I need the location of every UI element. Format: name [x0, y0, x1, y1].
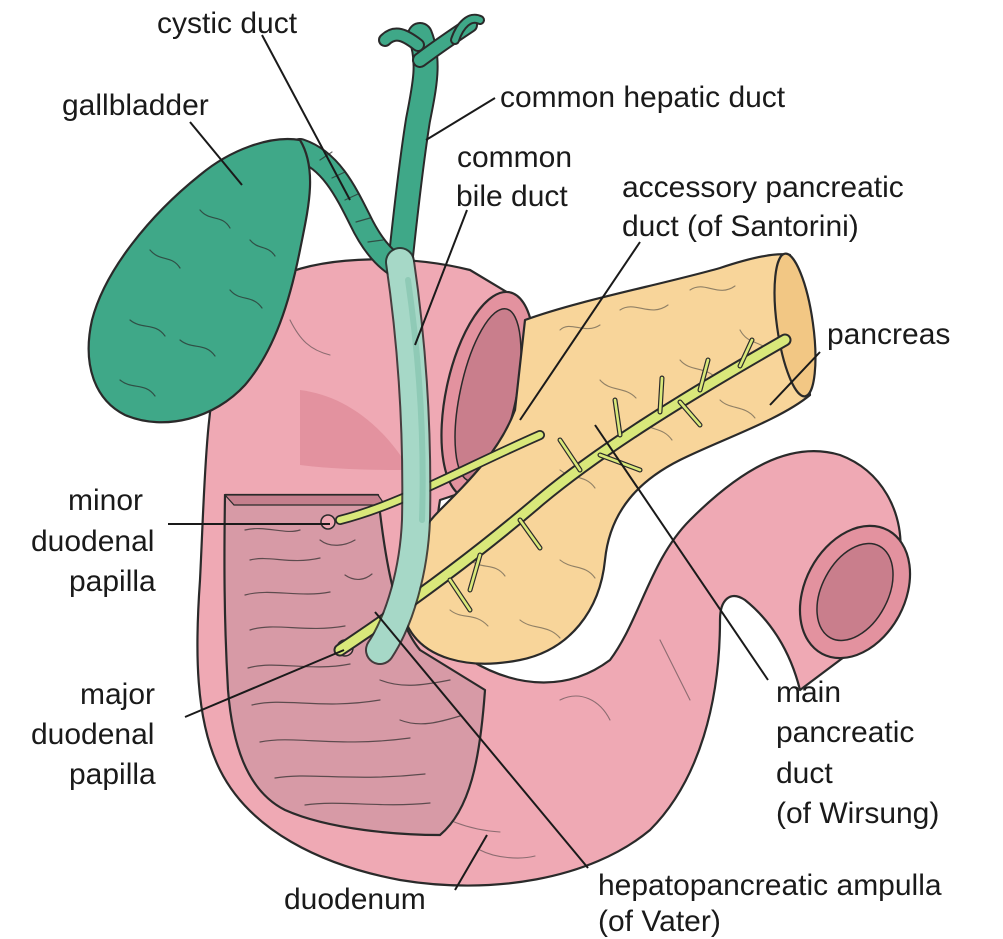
- mucosa-wall-edge: [225, 495, 385, 505]
- label-duodenum: duodenum: [284, 883, 426, 916]
- label-main-duct-4: (of Wirsung): [776, 797, 939, 830]
- label-gallbladder: gallbladder: [62, 89, 209, 122]
- label-accessory-duct-2: duct (of Santorini): [622, 210, 859, 243]
- minor-papilla-marker: [321, 515, 335, 529]
- label-major-papilla-1: major: [80, 678, 155, 711]
- label-main-duct-3: duct: [776, 757, 833, 790]
- label-accessory-duct-1: accessory pancreatic: [622, 171, 904, 204]
- label-minor-papilla-3: papilla: [69, 565, 156, 598]
- label-minor-papilla-2: duodenal: [31, 525, 154, 558]
- label-ampulla-2: (of Vater): [598, 905, 721, 938]
- label-pancreas: pancreas: [827, 318, 950, 351]
- label-main-duct-1: main: [776, 676, 841, 709]
- label-major-papilla-3: papilla: [69, 758, 156, 791]
- label-major-papilla-2: duodenal: [31, 718, 154, 751]
- label-cystic-duct: cystic duct: [157, 7, 298, 40]
- label-minor-papilla-1: minor: [68, 484, 143, 517]
- label-common-bile-duct-2: bile duct: [456, 180, 568, 213]
- label-main-duct-2: pancreatic: [776, 716, 914, 749]
- label-ampulla-1: hepatopancreatic ampulla: [598, 869, 942, 902]
- label-common-bile-duct-1: common: [457, 141, 572, 174]
- label-common-hepatic-duct: common hepatic duct: [500, 81, 786, 114]
